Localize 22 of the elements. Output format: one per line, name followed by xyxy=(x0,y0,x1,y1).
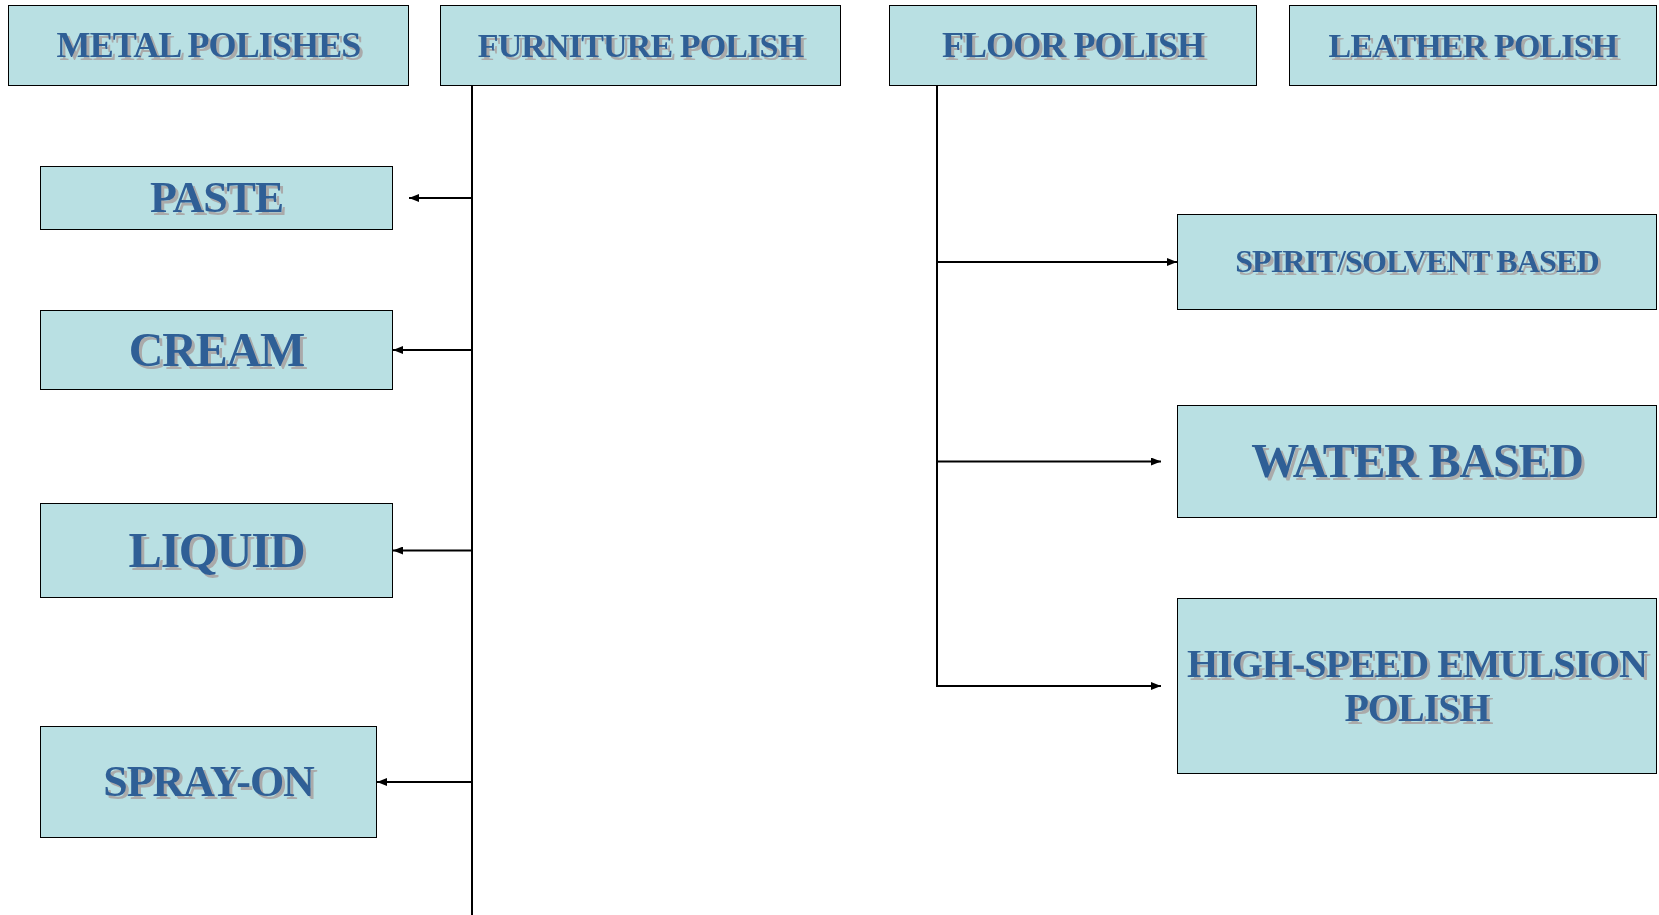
box-label: FURNITURE POLISH xyxy=(477,26,804,65)
category-box xyxy=(440,5,841,86)
box-label: HIGH-SPEED EMULSION POLISH xyxy=(1186,642,1649,730)
box-label: PASTE xyxy=(149,173,284,223)
box-label: LIQUID xyxy=(128,523,305,578)
category-box xyxy=(1177,598,1657,774)
box-label: METAL POLISHES xyxy=(56,25,361,66)
box-label: WATER BASED xyxy=(1251,435,1583,488)
box-label: SPIRIT/SOLVENT BASED xyxy=(1235,244,1599,280)
category-box xyxy=(40,503,393,598)
category-box xyxy=(40,310,393,390)
box-label: CREAM xyxy=(128,323,305,377)
category-box xyxy=(1177,214,1657,310)
category-box xyxy=(40,726,377,838)
category-box xyxy=(40,166,393,230)
box-label: SPRAY-ON xyxy=(103,757,314,807)
category-box xyxy=(1177,405,1657,518)
category-box xyxy=(889,5,1257,86)
category-box xyxy=(1289,5,1657,86)
category-box xyxy=(8,5,409,86)
box-label: FLOOR POLISH xyxy=(941,25,1205,66)
box-label: LEATHER POLISH xyxy=(1328,26,1618,65)
